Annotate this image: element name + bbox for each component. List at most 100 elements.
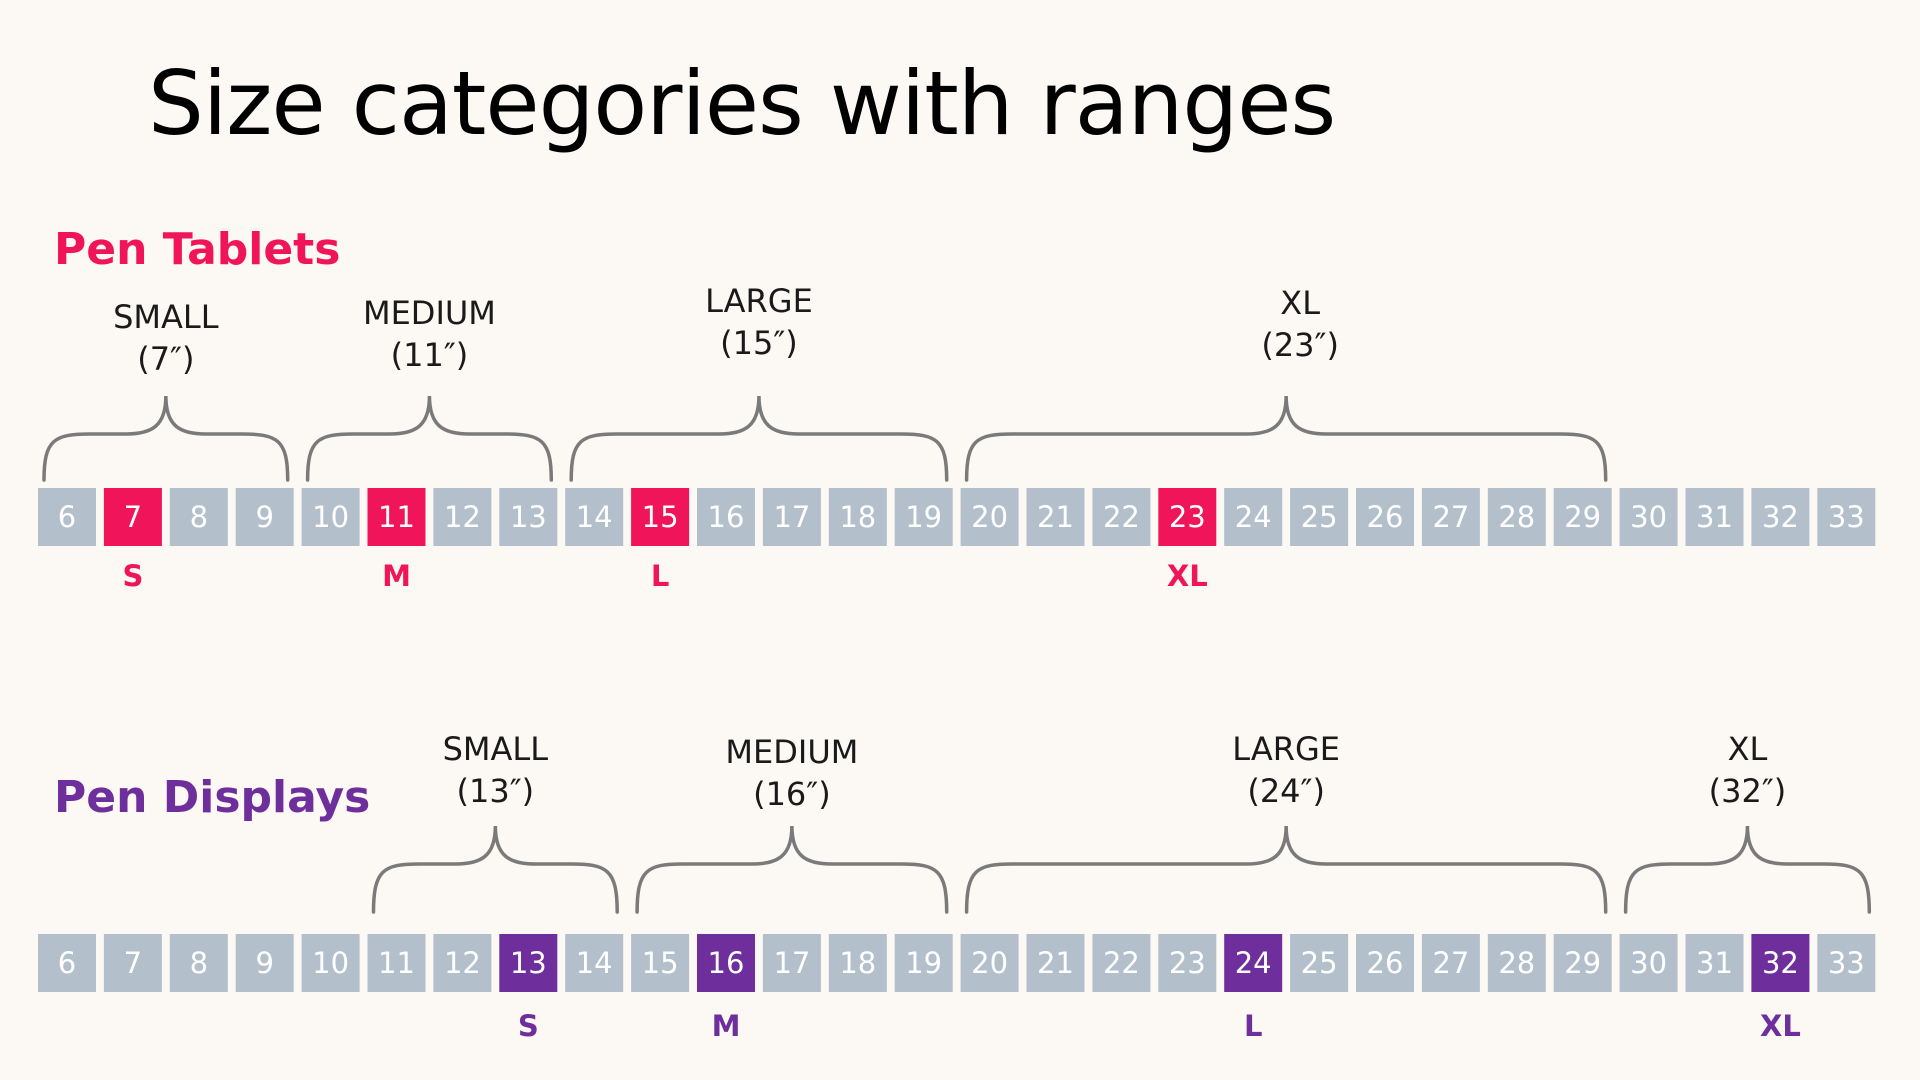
size-cell-14 xyxy=(565,934,624,992)
size-cell-label-15: 15 xyxy=(642,500,679,534)
size-cell-label-21: 21 xyxy=(1037,946,1074,980)
size-cell-18 xyxy=(828,488,887,546)
brace-large xyxy=(964,825,1608,914)
size-cell-31 xyxy=(1685,934,1744,992)
size-cell-label-31: 31 xyxy=(1696,500,1733,534)
size-cell-label-12: 12 xyxy=(444,500,481,534)
size-cell-label-23: 23 xyxy=(1169,946,1206,980)
category-abbr-m: M xyxy=(382,559,411,593)
size-cell-label-30: 30 xyxy=(1630,500,1667,534)
category-abbr-l: L xyxy=(1244,1009,1262,1043)
category-size-xl: (32″) xyxy=(1709,772,1787,810)
size-cell-27 xyxy=(1421,488,1480,546)
size-cell-label-16: 16 xyxy=(708,500,745,534)
category-abbr-xl: XL xyxy=(1760,1009,1801,1043)
size-cell-label-28: 28 xyxy=(1498,500,1535,534)
category-label-xl: XL xyxy=(1728,730,1768,768)
size-cell-10 xyxy=(301,934,360,992)
size-cell-label-29: 29 xyxy=(1564,946,1601,980)
category-label-small: SMALL xyxy=(113,298,219,336)
page-title: Size categories with ranges xyxy=(148,52,1336,155)
size-cell-16 xyxy=(697,488,755,546)
size-cell-33 xyxy=(1817,488,1876,546)
size-cell-label-19: 19 xyxy=(905,946,942,980)
category-size-medium: (16″) xyxy=(753,775,831,813)
size-cell-24 xyxy=(1224,488,1283,546)
size-cell-14 xyxy=(565,488,624,546)
size-cell-label-14: 14 xyxy=(576,500,613,534)
brace-xl xyxy=(964,395,1608,482)
size-cell-highlighted-13 xyxy=(499,934,558,992)
size-cell-25 xyxy=(1290,488,1349,546)
size-cell-8 xyxy=(169,488,228,546)
size-cell-label-29: 29 xyxy=(1564,500,1601,534)
size-cell-label-17: 17 xyxy=(773,500,810,534)
size-cell-highlighted-16 xyxy=(697,934,755,992)
size-cell-20 xyxy=(960,488,1019,546)
category-label-small: SMALL xyxy=(443,730,549,768)
category-size-small: (13″) xyxy=(457,772,535,810)
category-label-large: LARGE xyxy=(1232,730,1340,768)
size-cell-label-11: 11 xyxy=(378,500,415,534)
size-cell-13 xyxy=(499,488,558,546)
size-cell-highlighted-11 xyxy=(367,488,426,546)
size-cell-21 xyxy=(1026,488,1085,546)
size-cell-label-16: 16 xyxy=(708,946,745,980)
size-cell-19 xyxy=(894,934,953,992)
size-cell-8 xyxy=(169,934,228,992)
size-cell-label-33: 33 xyxy=(1828,500,1865,534)
size-cell-29 xyxy=(1553,488,1612,546)
size-cell-19 xyxy=(894,488,953,546)
size-cell-26 xyxy=(1356,934,1414,992)
category-abbr-l: L xyxy=(651,559,669,593)
brace-medium xyxy=(305,395,554,482)
brace-xl xyxy=(1623,825,1872,914)
category-size-small: (7″) xyxy=(137,340,194,378)
size-cell-9 xyxy=(235,934,294,992)
size-cell-12 xyxy=(433,488,492,546)
size-cell-label-13: 13 xyxy=(510,500,547,534)
size-cell-22 xyxy=(1092,934,1151,992)
category-size-medium: (11″) xyxy=(391,336,469,374)
category-abbr-m: M xyxy=(712,1009,741,1043)
size-cell-highlighted-24 xyxy=(1224,934,1283,992)
size-cell-label-13: 13 xyxy=(510,946,547,980)
size-cell-17 xyxy=(762,488,821,546)
size-cell-12 xyxy=(433,934,492,992)
size-cell-label-24: 24 xyxy=(1235,500,1272,534)
size-cell-label-28: 28 xyxy=(1498,946,1535,980)
size-cell-label-32: 32 xyxy=(1762,500,1799,534)
size-cell-21 xyxy=(1026,934,1085,992)
size-cell-highlighted-7 xyxy=(103,488,162,546)
size-cell-label-27: 27 xyxy=(1432,500,1469,534)
size-cell-17 xyxy=(762,934,821,992)
category-abbr-s: S xyxy=(122,559,143,593)
size-cell-label-22: 22 xyxy=(1103,946,1140,980)
size-cell-label-33: 33 xyxy=(1828,946,1865,980)
size-cell-label-17: 17 xyxy=(773,946,810,980)
size-cell-20 xyxy=(960,934,1019,992)
size-cell-highlighted-32 xyxy=(1751,934,1810,992)
size-cell-label-18: 18 xyxy=(839,946,876,980)
size-cell-29 xyxy=(1553,934,1612,992)
size-cell-label-20: 20 xyxy=(971,946,1008,980)
size-cell-10 xyxy=(301,488,360,546)
size-cell-label-25: 25 xyxy=(1301,500,1338,534)
section-title-pen-tablets: Pen Tablets xyxy=(54,224,341,275)
size-cell-label-23: 23 xyxy=(1169,500,1206,534)
size-cell-6 xyxy=(38,488,96,546)
size-cell-highlighted-15 xyxy=(631,488,690,546)
size-cell-label-22: 22 xyxy=(1103,500,1140,534)
size-cell-label-19: 19 xyxy=(905,500,942,534)
size-cell-label-31: 31 xyxy=(1696,946,1733,980)
size-cell-label-10: 10 xyxy=(312,946,349,980)
size-cell-label-8: 8 xyxy=(190,946,208,980)
brace-medium xyxy=(635,825,949,914)
category-label-medium: MEDIUM xyxy=(725,733,858,771)
size-cell-label-8: 8 xyxy=(190,500,208,534)
category-size-large: (15″) xyxy=(720,324,798,362)
size-cell-label-10: 10 xyxy=(312,500,349,534)
